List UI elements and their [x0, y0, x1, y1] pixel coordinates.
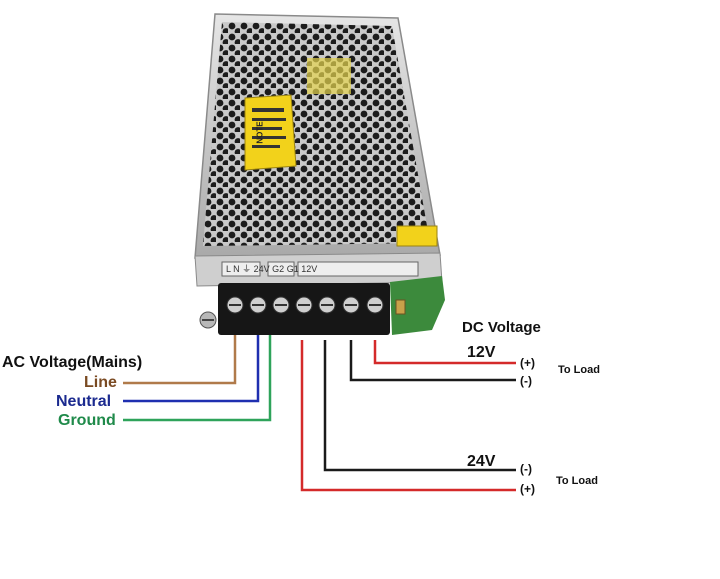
v12-positive-label: (+) [520, 356, 535, 370]
v12-label: 12V [467, 344, 496, 361]
v12-positive-wire [373, 340, 516, 365]
terminal-print: L N ⏚ 24V G2 G1 12V [226, 264, 318, 274]
v24-negative-label: (-) [520, 462, 532, 476]
power-supply-unit [194, 13, 445, 335]
ground-label: Ground [58, 412, 116, 429]
v12-negative-label: (-) [520, 374, 532, 388]
line-wire [123, 335, 237, 385]
vent-grille [203, 22, 430, 246]
warning-sticker [244, 94, 297, 171]
v12-to-load-label: To Load [558, 364, 600, 376]
small-sticker [396, 225, 438, 247]
v24-positive-wire [300, 340, 516, 492]
ground-wire [123, 335, 272, 422]
v12-negative-wire [349, 340, 516, 382]
v24-positive-label: (+) [520, 482, 535, 496]
inner-yellow-component [307, 58, 351, 94]
sticker-text: NOTE [255, 121, 265, 144]
terminal-screws [226, 296, 384, 314]
line-label: Line [84, 374, 117, 391]
v24-label: 24V [467, 453, 496, 470]
dc-voltage-title: DC Voltage [462, 319, 541, 336]
v24-to-load-label: To Load [556, 475, 598, 487]
v24-negative-wire [323, 340, 516, 472]
circuit-board [390, 276, 445, 335]
neutral-wire [123, 335, 260, 403]
neutral-label: Neutral [56, 393, 112, 410]
ac-voltage-title: AC Voltage(Mains) [2, 354, 143, 371]
